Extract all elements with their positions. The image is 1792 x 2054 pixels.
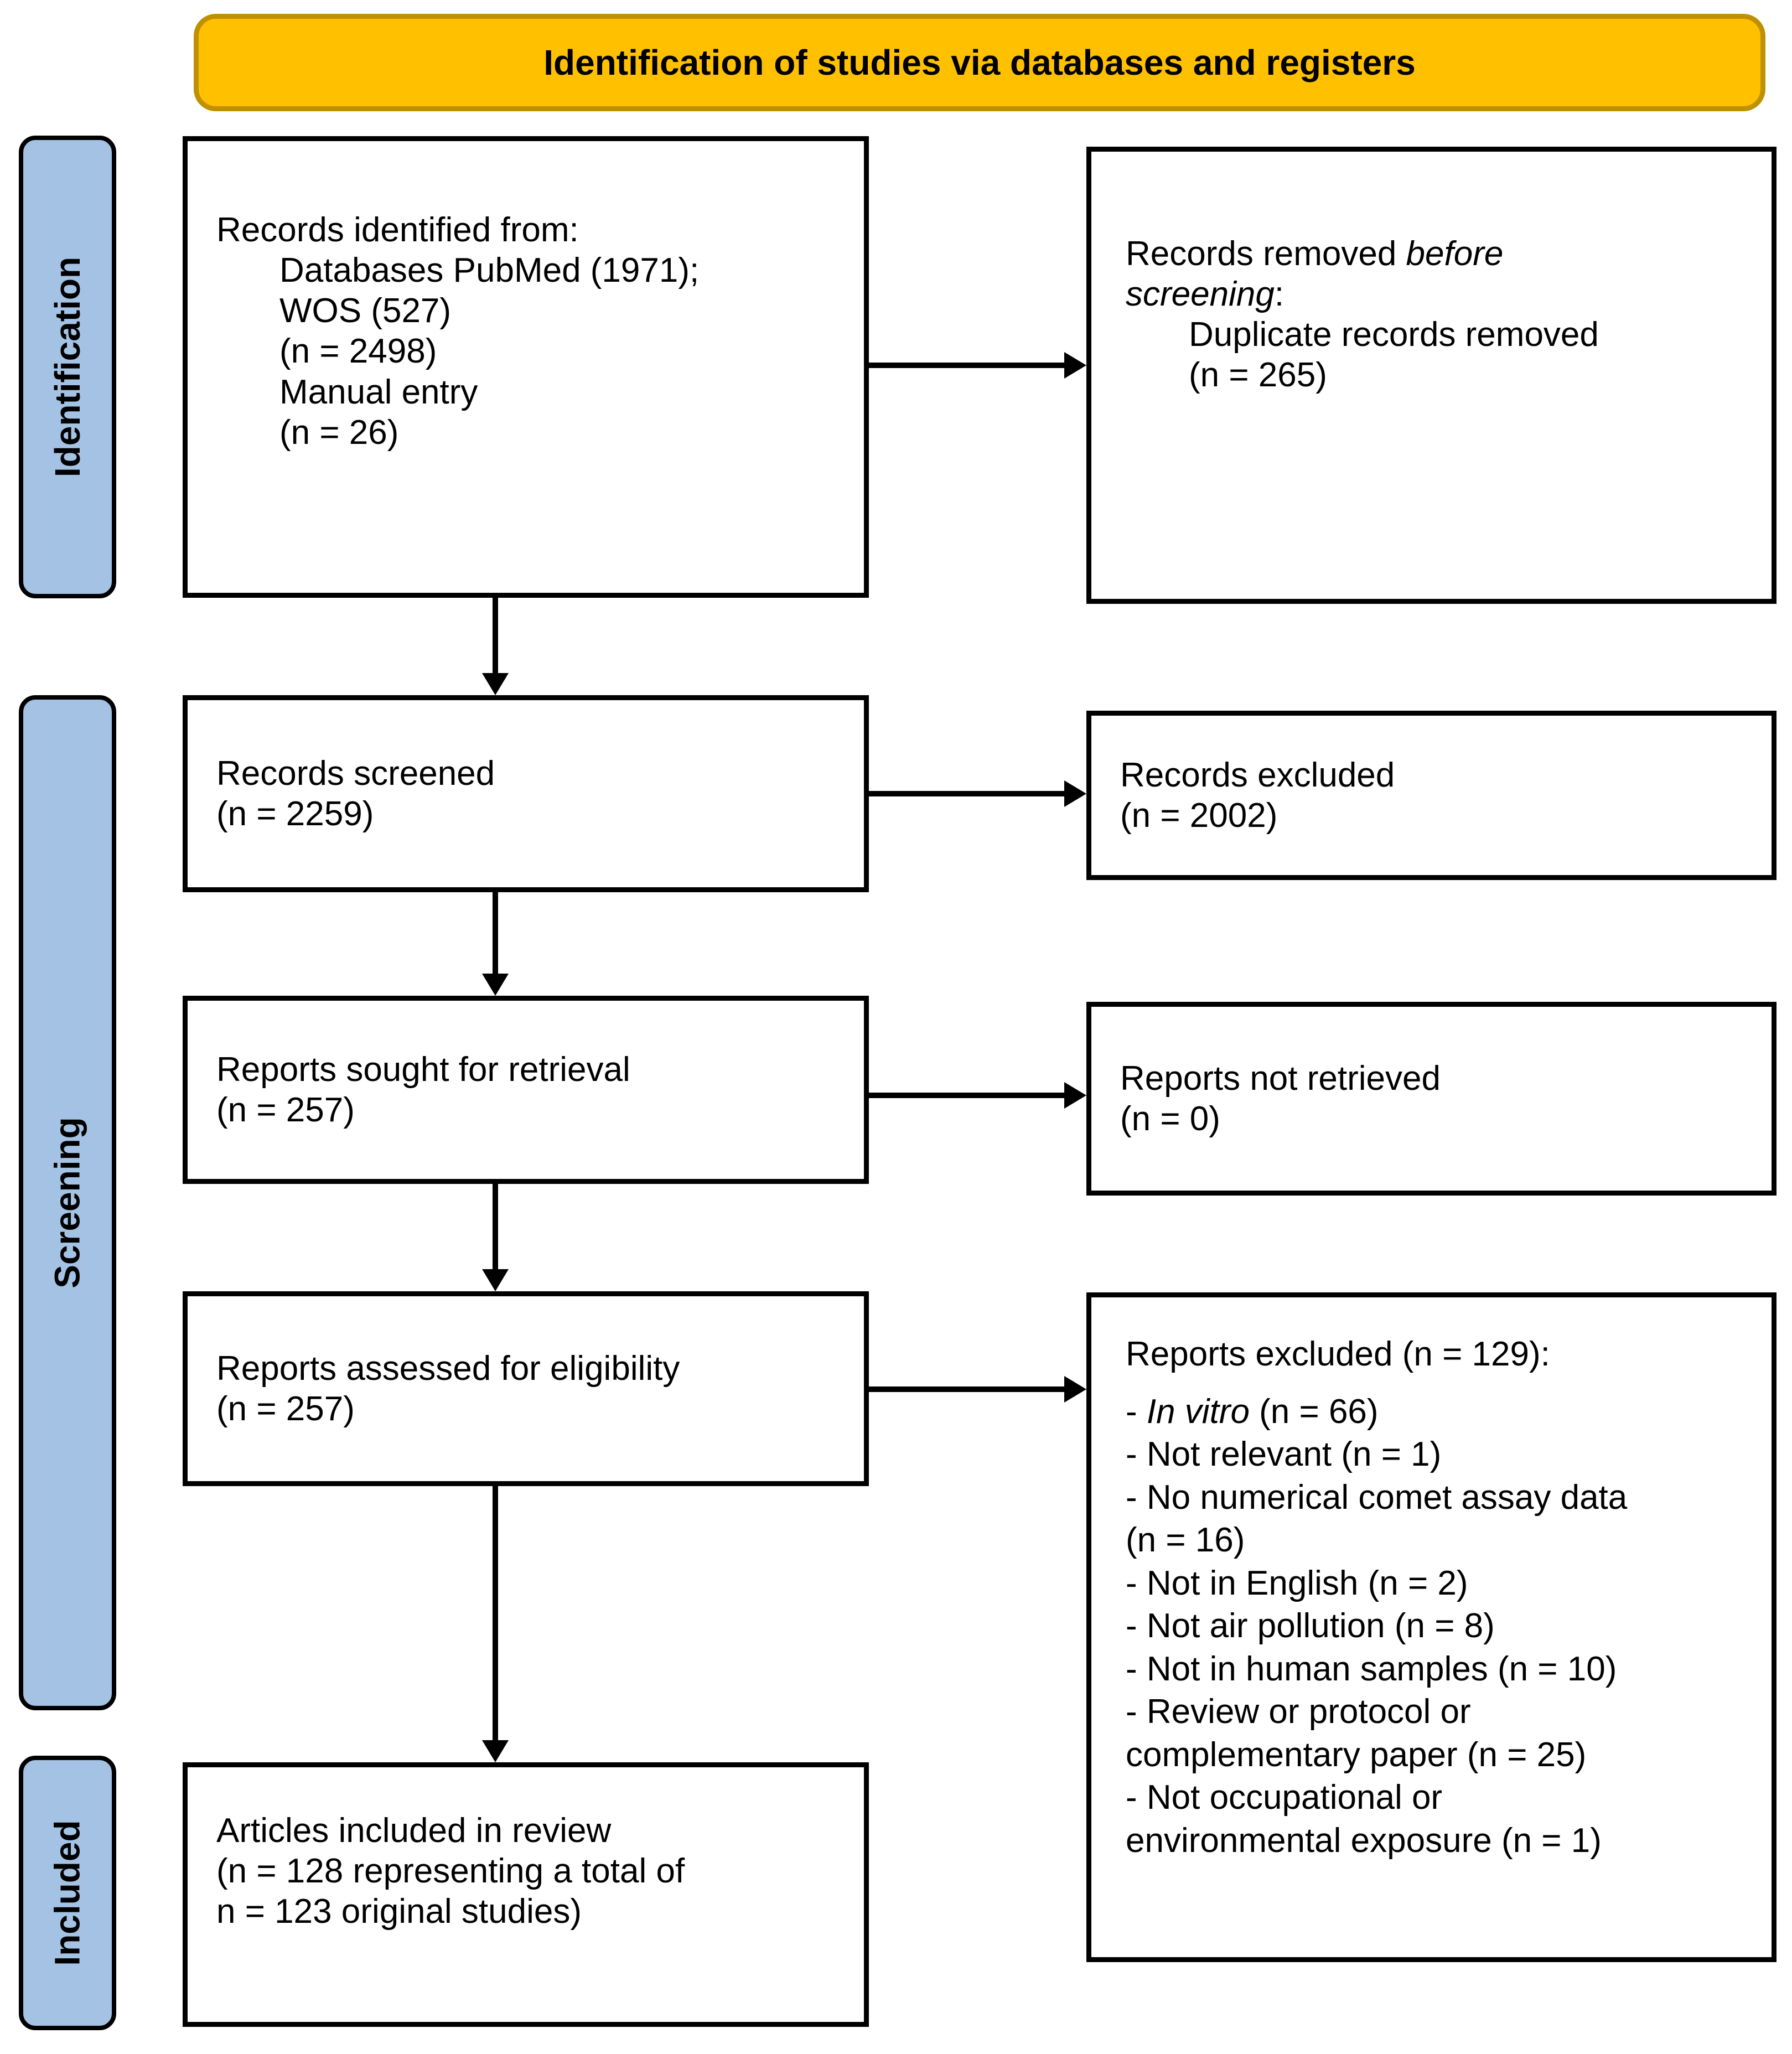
- arrow-sought-to-not-retrieved: [869, 1082, 1086, 1109]
- box-reports-excluded: Reports excluded (n = 129): - In vitro (…: [1086, 1292, 1777, 1962]
- text-line: environmental exposure (n = 1): [1126, 1821, 1602, 1860]
- text-line: complementary paper (n = 25): [1126, 1735, 1587, 1774]
- text-line: Reports excluded (n = 129):: [1126, 1335, 1550, 1373]
- arrow-screened-to-excluded: [869, 780, 1086, 807]
- text-line: Records removed before: [1126, 235, 1504, 273]
- sidebar-label-included: Included: [19, 1756, 116, 2030]
- text-line: Databases PubMed (1971);: [279, 251, 700, 290]
- text-line: Duplicate records removed: [1189, 315, 1599, 354]
- text-line: (n = 26): [279, 413, 399, 452]
- text-line: (n = 128 representing a total of: [216, 1852, 685, 1891]
- banner-title: Identification of studies via databases …: [543, 43, 1416, 82]
- text-line: Articles included in review: [216, 1812, 612, 1850]
- arrow-identified-to-removed: [869, 352, 1086, 379]
- sidebar-label-identification: Identification: [19, 136, 116, 598]
- text-line: Reports sought for retrieval: [216, 1050, 630, 1089]
- box-records-screened: Records screened (n = 2259): [183, 695, 869, 892]
- text-line: - Not relevant (n = 1): [1126, 1435, 1442, 1473]
- text-line: Records excluded: [1120, 756, 1395, 794]
- arrow-screened-to-sought: [482, 892, 509, 996]
- box-records-removed-before-screening: Records removed before screening: Duplic…: [1086, 147, 1777, 604]
- arrow-sought-to-assessed: [482, 1184, 509, 1291]
- box-reports-sought-for-retrieval: Reports sought for retrieval (n = 257): [183, 996, 869, 1184]
- text-line: Manual entry: [279, 372, 478, 411]
- arrow-assessed-to-reports-excluded: [869, 1376, 1086, 1403]
- text-line: (n = 265): [1189, 356, 1327, 395]
- box-records-identified: Records identified from: Databases PubMe…: [183, 136, 869, 598]
- arrow-assessed-to-included: [482, 1486, 509, 1762]
- text-line: Records screened: [216, 754, 495, 793]
- text-line: - Not occupational or: [1126, 1778, 1443, 1817]
- text-line: (n = 2259): [216, 795, 374, 833]
- text-line: (n = 16): [1126, 1521, 1245, 1559]
- box-records-excluded: Records excluded (n = 2002): [1086, 711, 1777, 880]
- sidebar-label-included-text: Included: [48, 1820, 87, 1966]
- banner: Identification of studies via databases …: [194, 14, 1765, 111]
- text-line: (n = 0): [1120, 1100, 1220, 1138]
- text-line: Records identified from:: [216, 211, 579, 249]
- text-line: screening:: [1126, 275, 1285, 314]
- box-reports-not-retrieved: Reports not retrieved (n = 0): [1086, 1002, 1777, 1196]
- sidebar-label-screening: Screening: [19, 695, 116, 1710]
- text-line: (n = 257): [216, 1091, 355, 1129]
- text-line: - Not in English (n = 2): [1126, 1564, 1468, 1602]
- text-line: WOS (527): [279, 292, 452, 330]
- text-line: (n = 2002): [1120, 796, 1278, 835]
- sidebar-label-screening-text: Screening: [48, 1117, 87, 1289]
- text-line: Reports assessed for eligibility: [216, 1349, 680, 1388]
- text-line: n = 123 original studies): [216, 1892, 582, 1931]
- text-line: - In vitro (n = 66): [1126, 1392, 1379, 1431]
- text-line: (n = 2498): [279, 332, 437, 371]
- box-reports-assessed-for-eligibility: Reports assessed for eligibility (n = 25…: [183, 1291, 869, 1486]
- text-line: (n = 257): [216, 1390, 355, 1428]
- text-line: Reports not retrieved: [1120, 1059, 1441, 1098]
- sidebar-label-identification-text: Identification: [48, 256, 87, 478]
- text-line: - Not air pollution (n = 8): [1126, 1607, 1495, 1645]
- box-articles-included-in-review: Articles included in review (n = 128 rep…: [183, 1762, 869, 2027]
- text-line: - Review or protocol or: [1126, 1693, 1471, 1731]
- text-line: - Not in human samples (n = 10): [1126, 1649, 1617, 1688]
- arrow-identified-to-screened: [482, 598, 509, 695]
- text-line: - No numerical comet assay data: [1126, 1478, 1628, 1517]
